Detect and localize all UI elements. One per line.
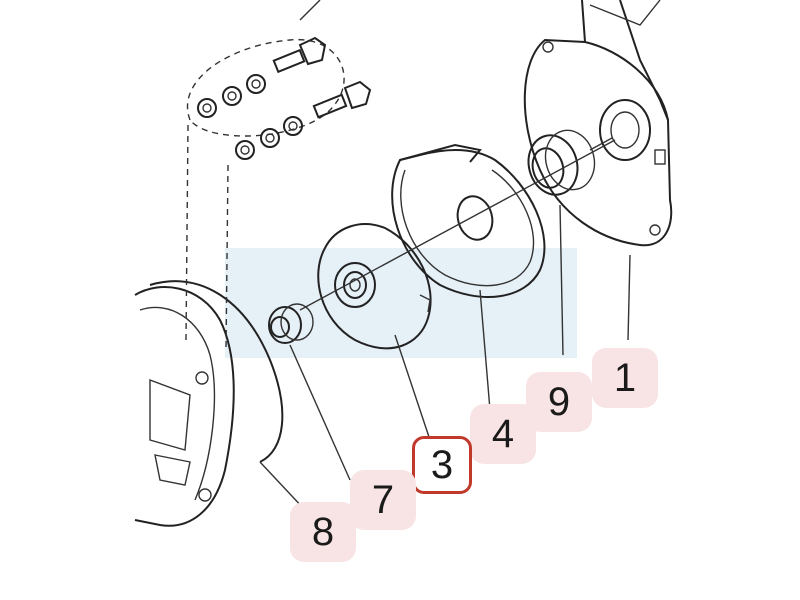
part-7-small-seal bbox=[268, 303, 351, 481]
callout-8-label: 8 bbox=[311, 509, 335, 554]
fastener-group bbox=[185, 0, 372, 351]
callout-9[interactable]: 9 bbox=[526, 372, 592, 432]
callout-9-label: 9 bbox=[547, 379, 571, 424]
part-8-housing bbox=[134, 280, 306, 527]
callout-7-label: 7 bbox=[371, 477, 395, 522]
assembly-axis bbox=[299, 139, 616, 311]
callout-3-label: 3 bbox=[430, 442, 454, 487]
part-4-cover-plate bbox=[391, 143, 546, 411]
highlight-band bbox=[225, 248, 577, 358]
callout-3-selected[interactable]: 3 bbox=[412, 436, 472, 494]
callout-1[interactable]: 1 bbox=[592, 348, 658, 408]
callout-1-label: 1 bbox=[613, 355, 637, 400]
callout-7[interactable]: 7 bbox=[350, 470, 416, 530]
part-3-impeller bbox=[317, 223, 432, 441]
part-9-seal bbox=[527, 129, 596, 356]
callout-8[interactable]: 8 bbox=[290, 502, 356, 562]
part-1-pump-body bbox=[523, 0, 673, 341]
callout-4[interactable]: 4 bbox=[470, 404, 536, 464]
callout-4-label: 4 bbox=[491, 411, 515, 456]
